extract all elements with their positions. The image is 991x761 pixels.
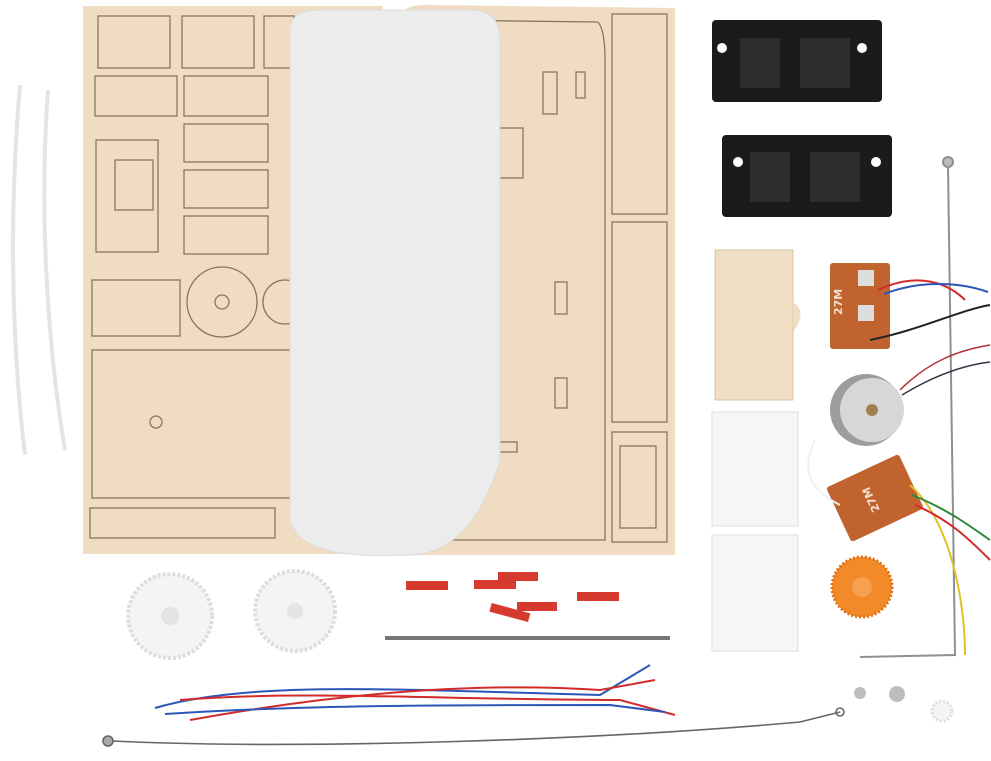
wood-rudder-plate xyxy=(714,249,794,401)
white-gear-1 xyxy=(126,572,214,660)
loose-wires xyxy=(154,664,676,721)
screws xyxy=(854,686,905,702)
antenna-wire xyxy=(859,156,957,658)
adhesive-pad-2 xyxy=(711,534,799,652)
metal-shaft xyxy=(385,636,670,640)
spring-antenna xyxy=(102,707,845,747)
white-gear-2 xyxy=(253,569,337,653)
battery-holder-top xyxy=(712,20,882,102)
adhesive-pad-1 xyxy=(711,411,799,527)
red-tube-connectors xyxy=(406,572,619,623)
receiver-pcb: 27M xyxy=(807,439,991,656)
orange-gear xyxy=(830,555,894,619)
small-white-gear xyxy=(930,699,954,723)
dc-motor xyxy=(830,344,991,446)
battery-holder-bottom xyxy=(722,135,892,217)
cable-ties xyxy=(11,84,67,456)
foam-hull xyxy=(289,9,501,557)
transmitter-pcb: 27M xyxy=(830,263,991,349)
transmitter-board-label: 27M xyxy=(832,289,845,315)
